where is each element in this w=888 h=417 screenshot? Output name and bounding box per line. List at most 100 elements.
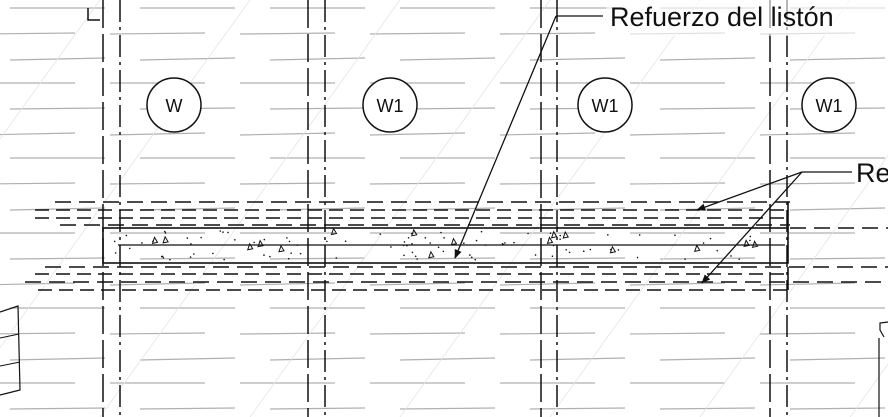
callout-refuerzo-liston[interactable]: Refuerzo del listón — [610, 2, 834, 32]
hatch-diagonal — [99, 0, 401, 417]
beam-top-band — [35, 201, 790, 228]
aggregate-dot — [552, 244, 555, 247]
aggregate-triangle — [151, 236, 159, 244]
hatch-line — [399, 57, 496, 61]
hatch-line — [399, 257, 496, 260]
hatch-line — [629, 132, 726, 136]
aggregate-dot — [636, 256, 639, 259]
hatch-diagonal — [0, 0, 101, 140]
aggregate-dot — [403, 241, 406, 243]
hatch-line — [269, 257, 366, 260]
hatch-line — [369, 282, 466, 286]
wall-tag[interactable]: W1 — [362, 77, 418, 133]
aggregate-dot — [402, 244, 405, 247]
hatch-line — [9, 257, 106, 260]
aggregate-dot — [114, 252, 117, 254]
grid-lines — [102, 0, 788, 417]
hatch-diagonal — [0, 0, 251, 349]
aggregate-dot — [437, 246, 440, 249]
hatch-line — [789, 57, 886, 61]
aggregate-dot — [443, 237, 445, 239]
hatch-line — [659, 107, 756, 110]
aggregate-dot — [164, 232, 167, 234]
hatch-line — [269, 57, 366, 61]
hatch-line — [139, 57, 236, 61]
aggregate-dot — [290, 252, 292, 255]
aggregate-dot — [513, 241, 515, 244]
aggregate-dot — [125, 234, 128, 237]
aggregate-dot — [442, 250, 445, 253]
hatch-line — [629, 182, 726, 185]
aggregate-dot — [475, 239, 478, 242]
aggregate-dot — [504, 242, 506, 244]
wall-tag-label: W1 — [592, 96, 619, 116]
aggregate-dot — [335, 257, 338, 259]
hatch-line — [269, 407, 366, 410]
wall-tag[interactable]: W1 — [577, 77, 633, 133]
hatch-line — [759, 182, 856, 185]
hatch-line — [659, 57, 756, 61]
right-object — [878, 321, 888, 417]
aggregate-dot — [559, 238, 561, 240]
aggregate-dot — [551, 255, 554, 258]
concrete-core — [102, 227, 789, 264]
wall-tag-label: W1 — [816, 96, 843, 116]
aggregate-dot — [288, 240, 291, 243]
hatch-line — [759, 132, 856, 136]
aggregate-dot — [169, 258, 171, 261]
hatch-line — [399, 357, 496, 361]
aggregate-dot — [589, 248, 592, 251]
hatch-line — [139, 257, 236, 260]
hatch-line — [239, 182, 336, 185]
aggregate-dot — [222, 231, 224, 233]
aggregate-dot — [411, 251, 414, 254]
hatch-line — [9, 407, 106, 410]
hatch-line — [659, 357, 756, 361]
hatch-line — [499, 282, 596, 286]
aggregate-dot — [379, 233, 382, 235]
hatch-diagonal — [699, 154, 888, 417]
callout-right[interactable]: Re — [856, 158, 888, 188]
hatch-line — [109, 132, 206, 136]
wall-tag-label: W1 — [377, 96, 404, 116]
aggregate-dot — [227, 231, 229, 234]
aggregate-dot — [470, 256, 473, 259]
leader-lines — [454, 15, 852, 284]
hatch-line — [0, 282, 76, 286]
hatch-line — [9, 107, 106, 110]
label-bg — [606, 0, 888, 36]
hatch-line — [0, 132, 76, 136]
aggregate-dot — [162, 257, 165, 259]
aggregate-dot — [469, 254, 471, 256]
aggregate-dot — [128, 247, 131, 250]
aggregate-dot — [749, 235, 752, 238]
aggregate-dot — [286, 237, 288, 239]
aggregate-triangle — [330, 227, 338, 236]
aggregate-dot — [702, 242, 705, 244]
aggregate-dot — [730, 255, 732, 257]
hatch-line — [369, 32, 466, 35]
wall-tag[interactable]: W1 — [801, 77, 857, 133]
aggregate-triangle — [609, 245, 617, 254]
aggregate-triangle — [428, 250, 435, 259]
hatch-line — [239, 132, 336, 136]
wall-tag[interactable]: W — [146, 77, 202, 133]
hatch-line — [239, 32, 336, 35]
aggregate-triangle — [694, 244, 701, 252]
hatch-line — [499, 132, 596, 136]
aggregate-dot — [411, 242, 413, 245]
hatch-line — [659, 257, 756, 260]
hatch-line — [239, 282, 336, 286]
left-object — [0, 305, 21, 396]
aggregate-dot — [480, 230, 483, 233]
hatch-line — [0, 182, 76, 185]
aggregate-dot — [186, 237, 189, 239]
aggregate-dot — [189, 256, 192, 258]
hatch-line — [109, 32, 206, 35]
aggregate-triangle — [162, 235, 169, 244]
aggregate-dot — [263, 254, 265, 256]
aggregate-dot — [617, 249, 620, 251]
aggregate-dot — [429, 242, 432, 244]
hatch-line — [529, 257, 626, 260]
